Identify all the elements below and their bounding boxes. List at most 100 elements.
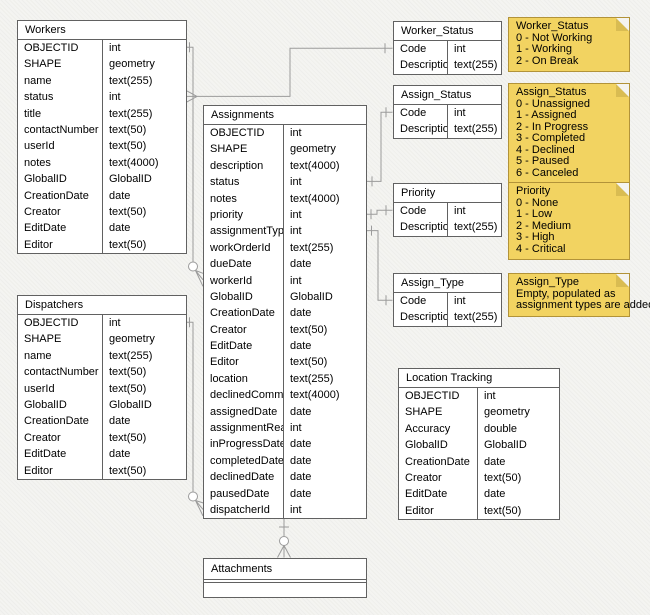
- field-name: GlobalID: [18, 396, 103, 414]
- field-type: text(50): [109, 382, 147, 395]
- table-row: assignedDate date: [204, 403, 366, 421]
- table-row: EditDate date: [18, 446, 186, 463]
- crowfoot-icon: [185, 89, 198, 103]
- field-name: userId: [18, 138, 103, 155]
- folded-corner-icon: [616, 274, 629, 287]
- field-type: int: [454, 205, 466, 217]
- table-row: notes text(4000): [204, 190, 366, 207]
- field-type: geometry: [109, 58, 155, 71]
- table-row: GlobalID GlobalID: [204, 288, 366, 306]
- table-row: EditDate date: [204, 338, 366, 355]
- note-line: 4 - Declined: [516, 143, 575, 156]
- table-rows: OBJECTID int SHAPE geometry Accuracy dou…: [399, 388, 559, 520]
- folded-corner-icon: [616, 183, 629, 196]
- field-name: Editor: [18, 462, 103, 479]
- note-title: Worker_Status: [516, 20, 589, 32]
- table-rows: Code int Description text(255): [394, 203, 501, 236]
- field-type: text(4000): [109, 156, 159, 169]
- field-name: EditDate: [204, 338, 284, 355]
- field-type: date: [109, 189, 131, 202]
- note-title: Assign_Type: [516, 276, 579, 288]
- field-type: GlobalID: [109, 398, 152, 411]
- table-rows: Code int Description text(255): [394, 41, 501, 74]
- table-row: Code int: [394, 105, 501, 122]
- field-name: Creator: [204, 321, 284, 339]
- field-name: assignmentRead: [204, 420, 284, 437]
- table-title: Assignments: [204, 106, 366, 125]
- table-row: notes text(4000): [18, 154, 186, 172]
- table-row: Creator text(50): [399, 469, 559, 487]
- table-row: SHAPE geometry: [18, 331, 186, 348]
- table-row: Description text(255): [394, 121, 501, 138]
- field-type: text(255): [454, 59, 498, 72]
- field-type: text(50): [290, 323, 328, 336]
- field-name: assignedDate: [204, 403, 284, 421]
- connector-workers-status-to-worker-status: [185, 43, 393, 103]
- note-line: 1 - Working: [516, 43, 573, 55]
- field-type: date: [290, 340, 312, 353]
- table-title: Attachments: [204, 559, 366, 580]
- field-type: date: [290, 258, 312, 271]
- table-workers: Workers OBJECTID int SHAPE geometry name…: [17, 20, 187, 255]
- table-title: Assign_Type: [394, 274, 501, 293]
- note-line: 3 - High: [516, 231, 555, 243]
- field-name: SHAPE: [18, 331, 103, 348]
- table-rows: OBJECTID int SHAPE geometry description …: [204, 125, 366, 519]
- table-assign-status: Assign_Status Code int Description text(…: [393, 85, 502, 139]
- table-row: Editor text(50): [18, 462, 186, 479]
- field-type: text(255): [454, 311, 498, 324]
- table-row: assignmentRead int: [204, 420, 366, 437]
- field-type: int: [484, 390, 496, 402]
- field-name: userId: [18, 380, 103, 397]
- crowfoot-icon: [277, 545, 291, 558]
- field-name: Creator: [18, 203, 103, 221]
- table-rows: Code int Description text(255): [394, 105, 501, 138]
- table-worker-status: Worker_Status Code int Description text(…: [393, 21, 502, 75]
- field-name: Code: [394, 293, 448, 310]
- field-name: EditDate: [18, 220, 103, 237]
- table-row: GlobalID GlobalID: [399, 437, 559, 454]
- field-type: text(255): [454, 123, 498, 136]
- table-row: CreationDate date: [18, 413, 186, 430]
- connector-assignments-status-to-assign-status: [365, 107, 393, 187]
- field-type: int: [109, 317, 121, 329]
- field-name: Description: [394, 121, 448, 138]
- field-type: text(255): [109, 107, 153, 120]
- connector-assignments-to-attachments: [277, 518, 291, 558]
- field-name: Editor: [18, 236, 103, 254]
- field-type: text(50): [109, 205, 147, 218]
- field-name: declinedComment: [204, 387, 284, 404]
- table-row: Code int: [394, 203, 501, 220]
- field-name: CreationDate: [399, 453, 478, 470]
- table-row: Code int: [394, 293, 501, 310]
- field-type: date: [290, 405, 312, 418]
- field-name: Creator: [399, 469, 478, 487]
- table-row: name text(255): [18, 72, 186, 90]
- table-row: CreationDate date: [18, 187, 186, 204]
- note-line: 0 - Not Working: [516, 31, 593, 44]
- field-type: text(255): [290, 372, 334, 385]
- table-row: title text(255): [18, 105, 186, 122]
- field-type: text(50): [109, 366, 147, 379]
- field-name: notes: [204, 190, 284, 207]
- folded-corner-icon: [616, 84, 629, 97]
- table-row: GlobalID GlobalID: [18, 171, 186, 188]
- table-row: CreationDate date: [204, 305, 366, 322]
- field-type: text(50): [484, 504, 522, 517]
- note-line: 6 - Canceled: [516, 166, 579, 179]
- field-name: SHAPE: [18, 56, 103, 73]
- table-row: Editor text(50): [399, 502, 559, 520]
- note-line: 2 - In Progress: [516, 120, 589, 133]
- zero-circle-icon: [188, 491, 198, 502]
- field-name: Creator: [18, 429, 103, 447]
- field-name: declinedDate: [204, 469, 284, 486]
- field-type: date: [109, 222, 131, 235]
- field-name: inProgressDate: [204, 436, 284, 453]
- note-line: assignment types are added: [516, 299, 650, 311]
- field-type: text(255): [109, 349, 153, 362]
- field-type: int: [109, 91, 121, 104]
- field-name: status: [204, 174, 284, 191]
